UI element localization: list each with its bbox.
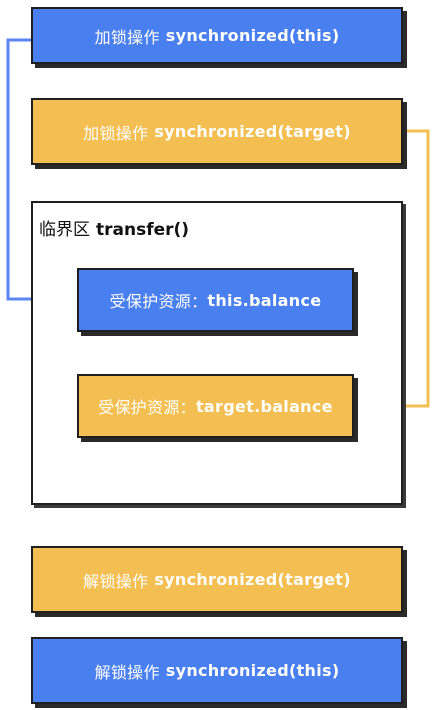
resource-target-label: 受保护资源： [98, 398, 196, 417]
resource-target-box: 受保护资源： target.balance [77, 374, 354, 438]
unlock-target-code: synchronized(target) [154, 570, 351, 589]
lock-this-code: synchronized(this) [165, 26, 340, 45]
critical-section-label: 临界区 [39, 220, 90, 240]
lock-target-label: 加锁操作 [83, 123, 149, 143]
lock-this-box: 加锁操作 synchronized(this) [31, 7, 403, 64]
resource-target-code: target.balance [195, 396, 333, 416]
critical-section-code: transfer() [96, 220, 190, 240]
resource-this-label: 受保护资源： [109, 292, 208, 311]
unlock-this-box: 解锁操作 synchronized(this) [31, 637, 403, 704]
lock-target-box: 加锁操作 synchronized(target) [31, 98, 403, 165]
unlock-target-box: 解锁操作 synchronized(target) [31, 546, 403, 613]
critical-section-box: 临界区 transfer() [31, 201, 403, 505]
critical-section-title: 临界区 transfer() [39, 215, 189, 240]
unlock-target-label: 解锁操作 [83, 571, 149, 591]
resource-this-box: 受保护资源： this.balance [77, 268, 354, 332]
unlock-this-label: 解锁操作 [94, 662, 160, 682]
lock-this-label: 加锁操作 [94, 27, 160, 47]
resource-this-code: this.balance [207, 290, 322, 310]
lock-target-code: synchronized(target) [154, 122, 351, 141]
unlock-this-code: synchronized(this) [165, 661, 340, 680]
